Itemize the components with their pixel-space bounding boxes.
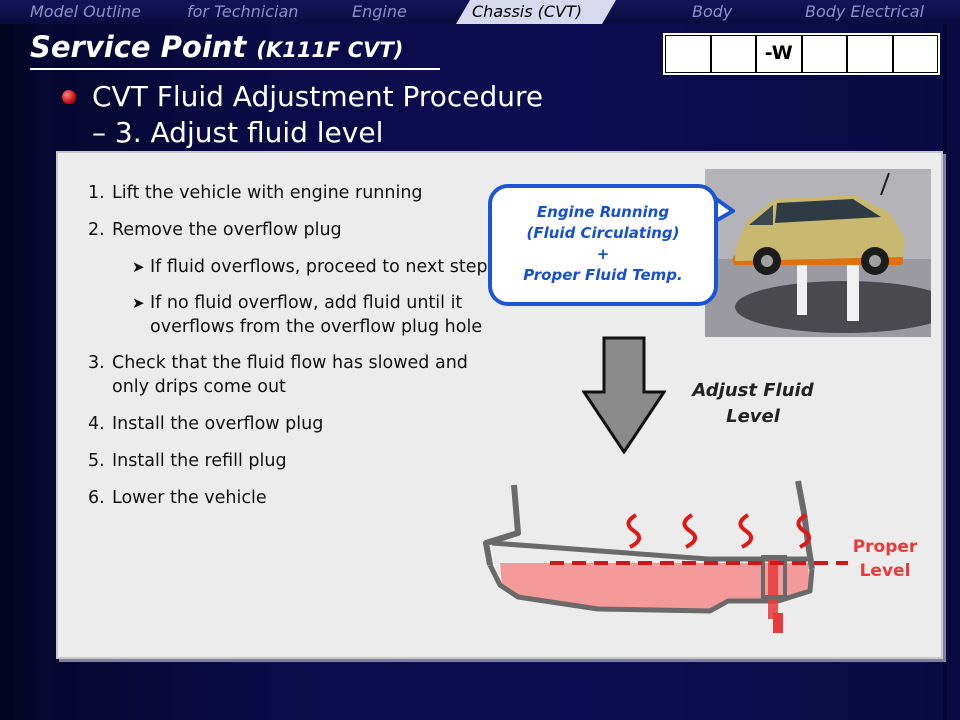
heat-wave-icon <box>796 513 812 549</box>
substep-2: ➤ If no fluid overflow, add fluid until … <box>88 291 488 339</box>
step-text: Lift the vehicle with engine running <box>112 183 423 203</box>
callout-bubble: Engine Running (Fluid Circulating) + Pro… <box>488 184 718 306</box>
callout-line-4: Proper Fluid Temp. <box>523 266 683 284</box>
section-subheading: – 3. Adjust fluid level <box>92 116 384 149</box>
red-ball-bullet-icon <box>62 90 76 104</box>
substep-text: If no fluid overflow, add fluid until it… <box>150 293 483 337</box>
callout-text: Engine Running (Fluid Circulating) + Pro… <box>492 202 714 286</box>
left-sidebar-strip <box>0 0 52 720</box>
arrow-right-icon: ➤ <box>132 258 145 276</box>
step-number: 3. <box>88 353 105 373</box>
nav-model-outline[interactable]: Model Outline <box>30 2 142 21</box>
model-code-boxes: -W <box>663 33 940 75</box>
title-underline <box>30 68 440 70</box>
procedure-steps: 1. Lift the vehicle with engine running … <box>88 181 488 523</box>
adjust-label-line-1: Adjust Fluid <box>692 380 814 401</box>
step-4: 4. Install the overflow plug <box>88 412 488 436</box>
right-divider <box>943 0 947 720</box>
step-text: Check that the fluid flow has slowed and… <box>112 353 468 397</box>
step-3: 3. Check that the fluid flow has slowed … <box>88 351 488 399</box>
step-number: 5. <box>88 451 105 471</box>
code-box-4 <box>801 35 847 73</box>
nav-chassis-cvt[interactable]: Chassis (CVT) <box>472 2 583 21</box>
step-number: 4. <box>88 414 105 434</box>
code-box-6 <box>892 35 938 73</box>
heat-wave-icon <box>682 513 698 549</box>
proper-level-label: Proper Level <box>840 535 930 583</box>
step-1: 1. Lift the vehicle with engine running <box>88 181 488 205</box>
heat-wave-icon <box>626 513 642 549</box>
step-2: 2. Remove the overflow plug <box>88 218 488 242</box>
callout-line-3: + <box>596 245 610 263</box>
content-panel: 1. Lift the vehicle with engine running … <box>56 151 943 659</box>
callout-line-2: (Fluid Circulating) <box>526 224 680 242</box>
adjust-fluid-level-label: Adjust Fluid Level <box>668 378 838 430</box>
step-text: Install the refill plug <box>112 451 287 471</box>
substep-1: ➤ If fluid overflows, proceed to next st… <box>88 255 488 279</box>
step-number: 1. <box>88 183 105 203</box>
nav-engine[interactable]: Engine <box>352 2 407 21</box>
nav-body-electrical[interactable]: Body Electrical <box>805 2 925 21</box>
step-5: 5. Install the refill plug <box>88 449 488 473</box>
step-text: Remove the overflow plug <box>112 220 342 240</box>
top-nav: Model Outline for Technician Engine Chas… <box>0 0 960 24</box>
step-number: 2. <box>88 220 105 240</box>
step-text: Lower the vehicle <box>112 488 267 508</box>
heat-wave-icon <box>738 513 754 549</box>
adjust-label-line-2: Level <box>726 406 780 427</box>
car-on-lift-photo <box>705 169 931 337</box>
nav-active-highlight <box>456 0 616 24</box>
oil-pan-diagram <box>483 480 848 633</box>
nav-for-technician[interactable]: for Technician <box>187 2 299 21</box>
page-title-main: Service Point <box>30 30 247 64</box>
down-arrow-icon <box>582 336 666 454</box>
code-box-5 <box>847 35 893 73</box>
proper-label-line-1: Proper <box>852 537 918 557</box>
page-title-sub: (K111F CVT) <box>256 38 404 62</box>
code-box-1 <box>665 35 711 73</box>
section-heading: CVT Fluid Adjustment Procedure <box>92 80 544 113</box>
step-6: 6. Lower the vehicle <box>88 486 488 510</box>
code-box-2 <box>710 35 756 73</box>
step-number: 6. <box>88 488 105 508</box>
step-text: Install the overflow plug <box>112 414 324 434</box>
nav-body[interactable]: Body <box>692 2 733 21</box>
code-box-3: -W <box>756 35 802 73</box>
arrow-right-icon: ➤ <box>132 294 145 312</box>
callout-line-1: Engine Running <box>536 203 670 221</box>
proper-label-line-2: Level <box>859 561 911 581</box>
page-title: Service Point (K111F CVT) <box>30 30 403 64</box>
substep-text: If fluid overflows, proceed to next step <box>150 257 488 277</box>
